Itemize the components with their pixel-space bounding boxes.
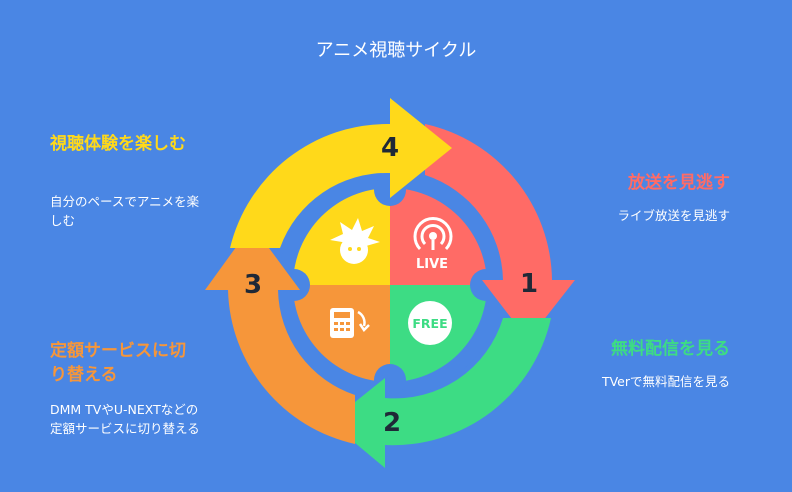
svg-text:LIVE: LIVE (416, 257, 448, 272)
step-2-description: TVerで無料配信を見る (601, 374, 730, 389)
step-1-description: ライブ放送を見逃す (617, 208, 730, 223)
free-icon: FREE (408, 301, 452, 345)
step-number-3: 3 (244, 270, 262, 300)
step-2-title: 無料配信を見る (611, 339, 730, 359)
step-3-description: DMM TVやU-NEXTなどの定額サービスに切り替える (50, 402, 200, 436)
step-3-title: 定額サービスに切り替える (50, 341, 186, 385)
cycle-arrow-1 (425, 124, 575, 340)
live-icon: LIVE (413, 217, 453, 272)
center-quadrant-1 (390, 188, 487, 285)
step-number-4: 4 (381, 133, 399, 163)
anime-character-icon (330, 218, 380, 269)
step-4-description: 自分のペースでアニメを楽しむ (50, 194, 200, 228)
cycle-arrow-4 (230, 98, 452, 248)
cycle-arrow-3 (205, 225, 355, 444)
diagram-title: アニメ視聴サイクル (315, 40, 477, 61)
step-number-2: 2 (383, 408, 401, 438)
cycle-arrow-2 (330, 318, 551, 468)
subscription-switch-icon (330, 308, 370, 338)
step-number-1: 1 (520, 269, 538, 299)
step-1-title: 放送を見逃す (628, 173, 730, 193)
svg-text:FREE: FREE (412, 316, 447, 331)
step-4-title: 視聴体験を楽しむ (50, 134, 186, 154)
